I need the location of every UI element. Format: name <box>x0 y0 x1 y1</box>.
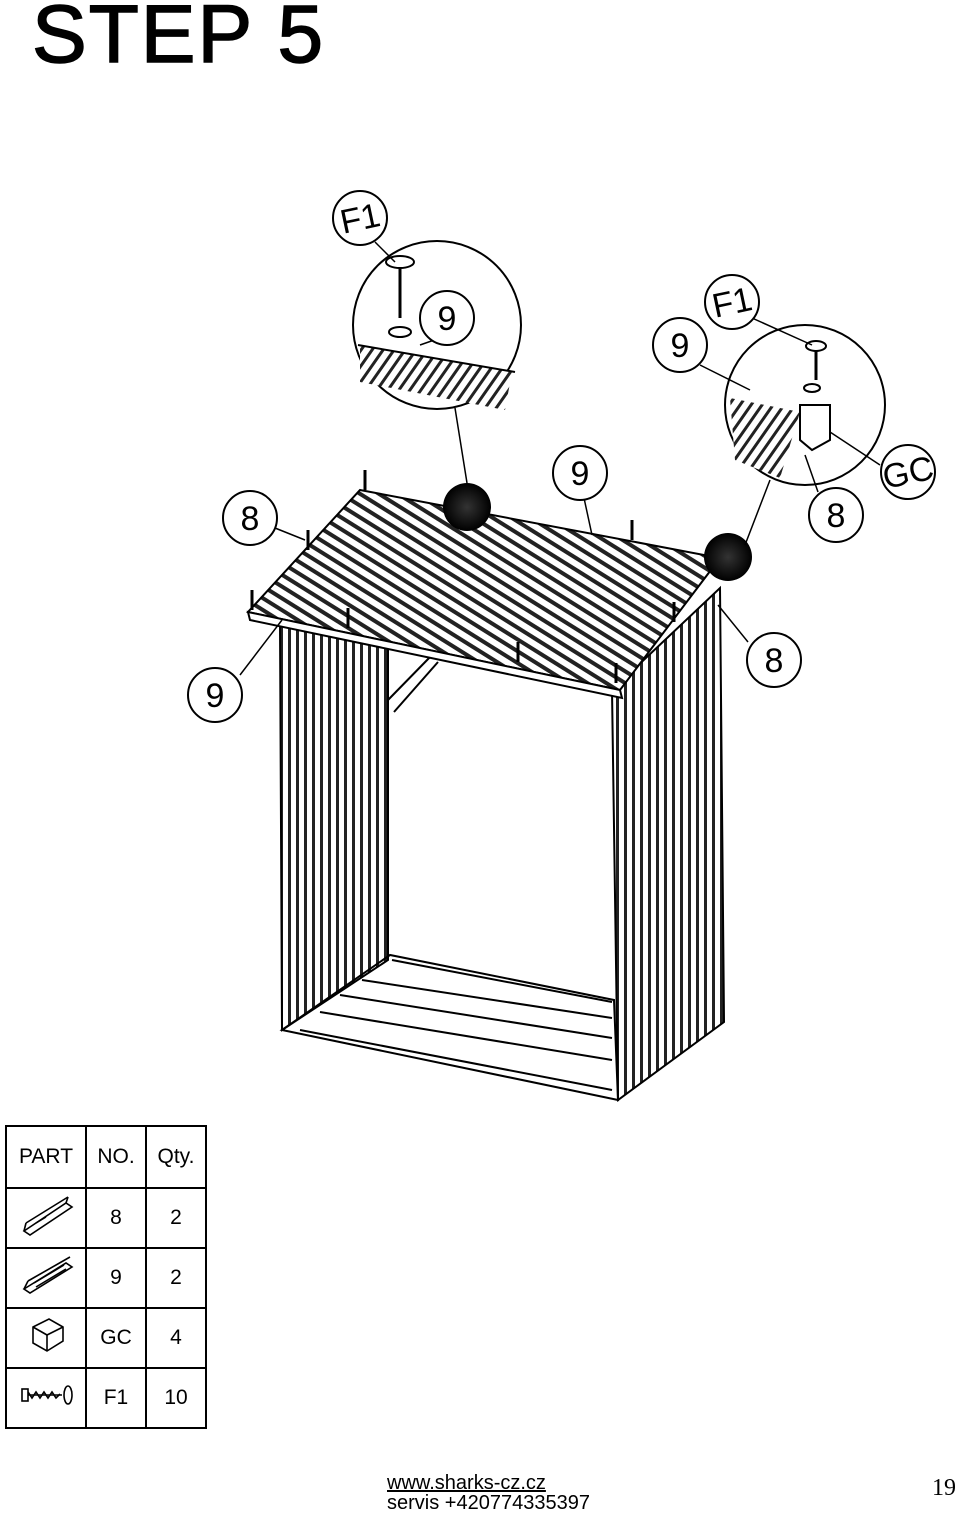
step-title: STEP 5 <box>31 0 326 80</box>
table-row: 8 2 <box>5 1187 207 1249</box>
callout-9-right-zoom: 9 <box>652 317 708 373</box>
part-number: GC <box>85 1307 147 1369</box>
header-part: PART <box>5 1125 87 1189</box>
callout-gc-right: GC <box>879 444 937 500</box>
callout-8-lower-right: 8 <box>746 632 802 688</box>
part-qty: 10 <box>145 1367 207 1429</box>
svg-text:8: 8 <box>765 642 784 680</box>
svg-text:9: 9 <box>438 300 457 338</box>
callout-f1-top: F1 <box>332 190 388 246</box>
page-number: 19 <box>932 1475 956 1501</box>
rear-brace <box>387 654 439 713</box>
svg-text:9: 9 <box>206 677 225 715</box>
part-qty: 2 <box>145 1187 207 1249</box>
parts-table-header: PART NO. Qty. <box>5 1125 207 1189</box>
callout-9-left: 9 <box>187 667 243 723</box>
callout-8-left: 8 <box>222 490 278 546</box>
screw-icon <box>5 1367 87 1429</box>
callout-9-top: 9 <box>552 445 608 501</box>
rail-8-icon <box>5 1187 87 1249</box>
zoom-detail-right <box>724 324 886 546</box>
svg-text:F1: F1 <box>709 280 756 325</box>
zoom-detail-top <box>352 240 522 484</box>
roof-panel <box>246 488 722 700</box>
header-qty: Qty. <box>145 1125 207 1189</box>
detail-marker-right <box>704 533 752 581</box>
footer-service-phone: servis +420774335397 <box>387 1492 590 1514</box>
right-wall <box>610 585 726 1102</box>
part-qty: 4 <box>145 1307 207 1369</box>
leader-lines <box>239 241 881 676</box>
part-qty: 2 <box>145 1247 207 1309</box>
assembly-diagram: F1 9 9 F1 GC 8 8 9 8 9 <box>187 190 937 1102</box>
part-number: 8 <box>85 1187 147 1249</box>
callout-9-zoom-left: 9 <box>419 290 475 346</box>
svg-text:9: 9 <box>571 455 590 493</box>
callout-f1-right: F1 <box>704 274 760 330</box>
table-row: 9 2 <box>5 1247 207 1309</box>
svg-text:F1: F1 <box>337 196 384 241</box>
part-number: F1 <box>85 1367 147 1429</box>
table-row: GC 4 <box>5 1307 207 1369</box>
roof-screws <box>250 470 676 683</box>
floor-frame <box>279 953 620 1102</box>
part-number: 9 <box>85 1247 147 1309</box>
rail-9-icon <box>5 1247 87 1309</box>
table-row: F1 10 <box>5 1367 207 1429</box>
callout-8-right-zoom: 8 <box>808 487 864 543</box>
svg-text:8: 8 <box>241 500 260 538</box>
footer-website-link[interactable]: www.sharks-cz.cz <box>387 1472 546 1494</box>
svg-text:8: 8 <box>827 497 846 535</box>
parts-table: PART NO. Qty. 8 2 9 2 GC 4 F1 10 <box>5 1125 207 1429</box>
svg-text:9: 9 <box>671 327 690 365</box>
detail-marker-left <box>443 483 491 531</box>
header-no: NO. <box>85 1125 147 1189</box>
cube-icon <box>5 1307 87 1369</box>
